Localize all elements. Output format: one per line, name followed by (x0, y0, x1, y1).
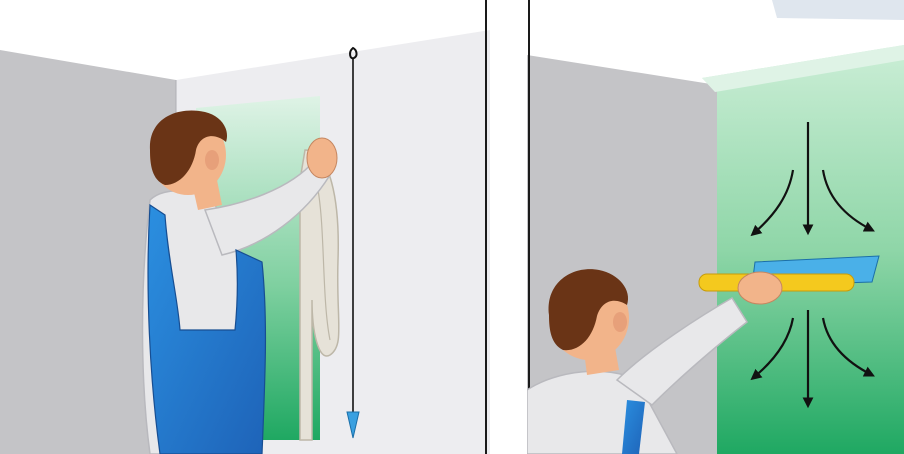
panel-hanging-wallpaper (0, 0, 490, 454)
window-corner (772, 0, 904, 20)
panel-smoothing-wallpaper (527, 0, 904, 454)
wallpaper-strip (702, 45, 904, 454)
panel-divider (490, 0, 527, 454)
